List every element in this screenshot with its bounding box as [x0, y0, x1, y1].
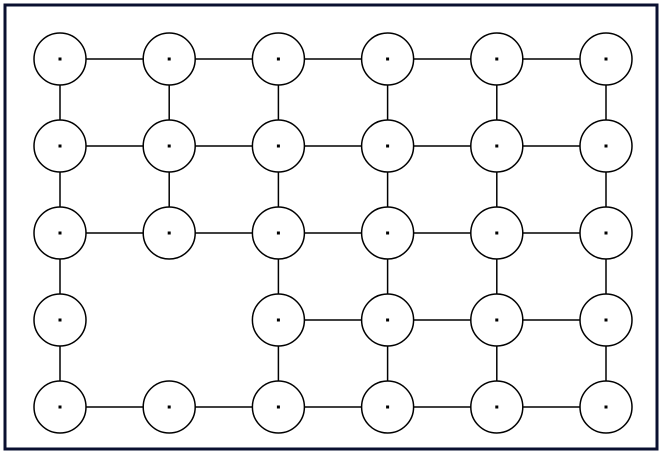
- node-center-dot: [495, 405, 499, 409]
- node-center-dot: [58, 57, 62, 61]
- node-r4-c0: [33, 380, 87, 434]
- node-center-dot: [495, 57, 499, 61]
- node-center-dot: [604, 57, 608, 61]
- node-r3-c4: [470, 293, 524, 347]
- node-center-dot: [604, 231, 608, 235]
- node-r3-c2: [251, 293, 306, 347]
- node-r3-c3: [360, 293, 415, 347]
- node-center-dot: [604, 144, 608, 148]
- node-r4-c3: [360, 380, 415, 434]
- node-r3-c0: [33, 293, 87, 347]
- node-center-dot: [58, 231, 62, 235]
- node-center-dot: [276, 57, 280, 61]
- node-center-dot: [167, 231, 171, 235]
- node-center-dot: [604, 318, 608, 322]
- node-r4-c2: [251, 380, 306, 434]
- node-center-dot: [604, 405, 608, 409]
- node-center-dot: [167, 57, 171, 61]
- node-center-dot: [58, 144, 62, 148]
- node-r0-c5: [579, 32, 633, 86]
- node-r1-c5: [579, 119, 633, 173]
- node-center-dot: [276, 231, 280, 235]
- node-r3-c5: [579, 293, 633, 347]
- node-center-dot: [276, 318, 280, 322]
- node-center-dot: [495, 231, 499, 235]
- node-center-dot: [386, 405, 390, 409]
- node-r0-c3: [360, 32, 415, 86]
- node-r1-c2: [251, 119, 306, 173]
- node-r2-c0: [33, 206, 87, 260]
- node-center-dot: [276, 405, 280, 409]
- node-r0-c4: [470, 32, 524, 86]
- node-r2-c2: [251, 206, 306, 260]
- node-center-dot: [386, 231, 390, 235]
- node-r2-c1: [142, 206, 196, 260]
- node-r2-c3: [360, 206, 415, 260]
- edge-layer: [59, 58, 607, 408]
- node-center-dot: [167, 405, 171, 409]
- node-r4-c1: [142, 380, 196, 434]
- node-center-dot: [386, 144, 390, 148]
- node-r1-c3: [360, 119, 415, 173]
- node-r2-c5: [579, 206, 633, 260]
- node-r0-c0: [33, 32, 87, 86]
- node-center-dot: [495, 318, 499, 322]
- node-center-dot: [58, 405, 62, 409]
- node-r4-c5: [579, 380, 633, 434]
- node-center-dot: [167, 144, 171, 148]
- node-r1-c4: [470, 119, 524, 173]
- node-r0-c1: [142, 32, 196, 86]
- node-center-dot: [58, 318, 62, 322]
- node-r1-c1: [142, 119, 196, 173]
- node-r1-c0: [33, 119, 87, 173]
- node-center-dot: [495, 144, 499, 148]
- node-r2-c4: [470, 206, 524, 260]
- node-center-dot: [386, 57, 390, 61]
- node-layer: [33, 32, 633, 434]
- node-r4-c4: [470, 380, 524, 434]
- node-center-dot: [276, 144, 280, 148]
- node-center-dot: [386, 318, 390, 322]
- diagram-frame: [3, 3, 659, 451]
- node-r0-c2: [251, 32, 306, 86]
